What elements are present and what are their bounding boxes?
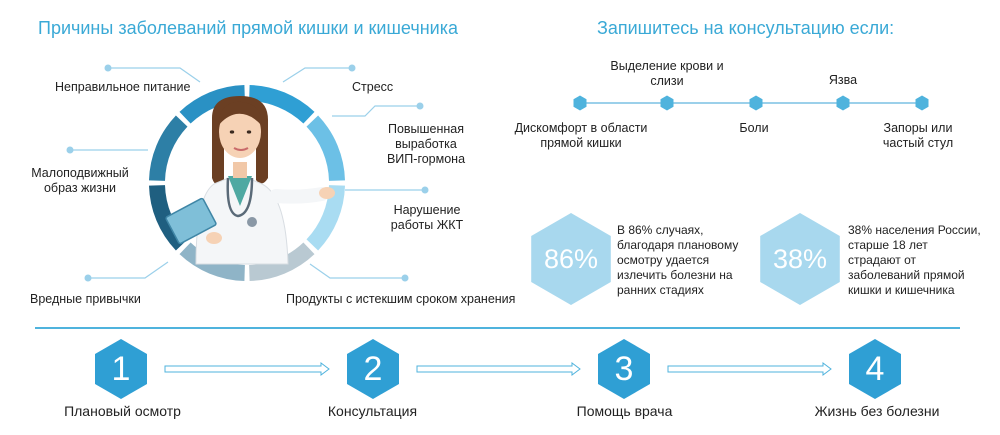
step-label-4: Жизнь без болезни xyxy=(814,403,940,419)
step-hexagon-2 xyxy=(347,339,399,399)
symptom-node xyxy=(749,95,763,111)
symptom-constipation: Запоры или частый стул xyxy=(882,121,954,150)
symptom-discomfort: Дискомфорт в области прямой кишки xyxy=(514,121,648,150)
symptom-node xyxy=(660,95,674,111)
callout-line xyxy=(108,67,201,83)
causes-diagram xyxy=(66,64,429,282)
stat-value-38: 38% xyxy=(772,244,828,274)
stat-hexagon-38 xyxy=(760,213,840,305)
callout-dot xyxy=(421,186,429,194)
step-hexagon-1 xyxy=(95,339,147,399)
callout-dot xyxy=(84,274,92,282)
cause-label-bad-habits: Вредные привычки xyxy=(30,292,141,306)
ring-segment xyxy=(306,185,345,251)
step-label-1: Плановый осмотр xyxy=(64,403,181,419)
symptom-timeline xyxy=(531,95,929,305)
step-number-2: 2 xyxy=(363,350,383,388)
callout-dot xyxy=(66,146,74,154)
stat-text-86: В 86% случаях, благодаря плановому осмот… xyxy=(617,223,739,297)
cause-label-stress: Стресс xyxy=(352,80,394,94)
step-number-1: 1 xyxy=(111,350,131,388)
callout-dot xyxy=(104,64,112,72)
stat-text-38: 38% населения России, старше 18 лет стра… xyxy=(848,223,981,297)
symptom-blood: Выделение крови и слизи xyxy=(610,59,724,88)
symptom-pain: Боли xyxy=(739,121,769,135)
step-hexagon-3 xyxy=(598,339,650,399)
doctor-illustration xyxy=(165,96,335,265)
callout-line xyxy=(309,263,405,279)
stat-hexagon-86 xyxy=(531,213,611,305)
causes-title: Причины заболеваний прямой кишки и кишеч… xyxy=(38,18,458,38)
callout-line xyxy=(332,105,420,117)
callout-line xyxy=(282,67,352,83)
step-arrow xyxy=(164,362,330,376)
cause-label-sedentary: Малоподвижный образ жизни xyxy=(31,166,129,195)
step-label-3: Помощь врача xyxy=(576,403,673,419)
step-label-2: Консультация xyxy=(327,403,418,419)
step-hexagon-4 xyxy=(849,339,901,399)
ring-segment xyxy=(249,85,315,124)
symptom-node xyxy=(573,95,587,111)
cause-label-expired-food: Продукты с истекшим сроком хранения xyxy=(286,292,516,306)
callout-dot xyxy=(416,102,424,110)
step-arrow xyxy=(667,362,832,376)
callout-dot xyxy=(401,274,409,282)
callout-line xyxy=(88,261,169,279)
symptom-node xyxy=(915,95,929,111)
stat-value-86: 86% xyxy=(543,244,599,274)
step-number-4: 4 xyxy=(865,350,885,388)
step-number-3: 3 xyxy=(614,350,634,388)
ring-segment xyxy=(149,115,188,181)
symptom-node xyxy=(836,95,850,111)
cause-label-nutrition: Неправильное питание xyxy=(55,80,191,94)
cause-label-gi-disorder: Нарушение работы ЖКТ xyxy=(390,203,464,232)
section-divider xyxy=(35,327,960,329)
symptom-ulcer: Язва xyxy=(828,73,858,87)
consult-title: Запишитесь на консультацию если: xyxy=(597,18,895,38)
ring-segment xyxy=(306,115,345,181)
ring-segment xyxy=(179,85,245,124)
callout-lines xyxy=(66,64,429,282)
step-arrow xyxy=(416,362,581,376)
cause-label-vip-hormone: Повышенная выработка ВИП-гормона xyxy=(386,122,466,166)
callout-dot xyxy=(348,64,356,72)
